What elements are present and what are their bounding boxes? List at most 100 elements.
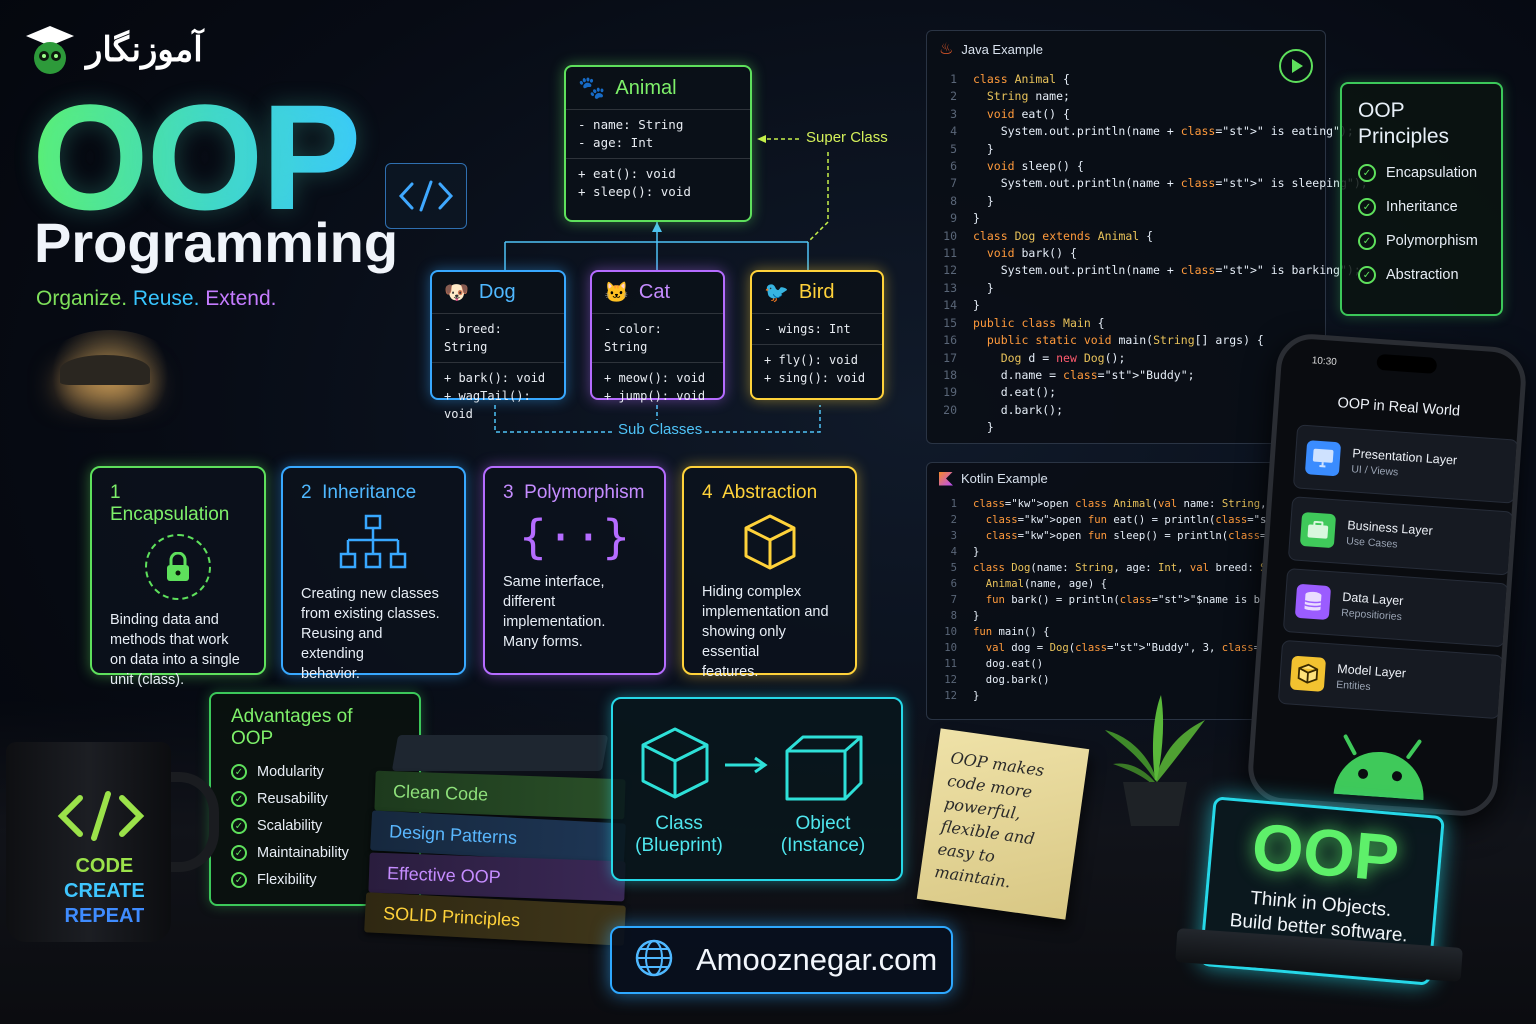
card-title: Inheritance bbox=[322, 482, 417, 503]
method: + sing(): void bbox=[764, 371, 866, 385]
mug-handle bbox=[161, 772, 219, 872]
book-solid-principles: SOLID Principles bbox=[364, 892, 626, 946]
kotlin-icon bbox=[939, 471, 953, 486]
card-number: 2 bbox=[301, 482, 312, 503]
layer-title: Model Layer bbox=[1336, 661, 1407, 681]
principle-label: Polymorphism bbox=[1386, 233, 1478, 249]
class-name: Animal bbox=[615, 76, 677, 99]
code-text: dog.bark() bbox=[973, 674, 1050, 686]
line-number: 3 bbox=[950, 530, 957, 542]
principle-item: ✓Abstraction bbox=[1358, 266, 1485, 284]
body-line: showing only essential bbox=[702, 624, 786, 660]
class-name: Dog bbox=[478, 281, 516, 303]
code-line: 8} bbox=[935, 608, 1267, 624]
attribute: - wings: Int bbox=[764, 322, 851, 336]
hero-subtitle: Programming bbox=[34, 211, 399, 274]
code-text: System.out.println(name + class="st">" i… bbox=[973, 263, 1361, 278]
label-line: (Instance) bbox=[780, 835, 866, 856]
body-line: Reusing and extending bbox=[301, 626, 383, 662]
method: + jump(): void bbox=[604, 389, 706, 403]
run-button[interactable] bbox=[1279, 49, 1313, 83]
card-abstraction: 4 Abstraction Hiding complex implementat… bbox=[682, 466, 857, 680]
class-attributes: - breed: String bbox=[432, 313, 564, 362]
uml-class-bird: 🐦 Bird - wings: Int + fly(): void + sing… bbox=[750, 270, 884, 400]
code-line: 20 d.bark(); bbox=[935, 402, 1317, 419]
attribute: - age: Int bbox=[578, 135, 654, 150]
body-line: behavior. bbox=[301, 666, 360, 682]
code-text: Dog d = new Dog(); bbox=[1000, 350, 1126, 365]
class-methods: + eat(): void + sleep(): void bbox=[566, 158, 750, 207]
advantage-item: ✓Scalability bbox=[231, 818, 399, 834]
code-text: } bbox=[973, 141, 994, 156]
advantages-title: Advantages of OOP bbox=[231, 706, 353, 749]
code-text: class Animal { bbox=[973, 72, 1070, 86]
line-number: 14 bbox=[943, 298, 957, 313]
website-link[interactable]: Amooznegar.com bbox=[610, 926, 953, 994]
line-number: 4 bbox=[950, 124, 957, 139]
code-text: } bbox=[973, 193, 994, 208]
advantage-label: Maintainability bbox=[257, 845, 349, 861]
code-text: d.name = class="st">"Buddy"; bbox=[973, 367, 1195, 382]
potted-plant bbox=[1095, 690, 1215, 830]
card-title: Abstraction bbox=[722, 482, 818, 503]
label-line: Class bbox=[655, 813, 703, 834]
class-name: Cat bbox=[638, 281, 671, 303]
check-icon: ✓ bbox=[1358, 232, 1376, 250]
globe-icon bbox=[634, 938, 674, 983]
code-line: 4} bbox=[935, 544, 1267, 560]
line-number: 1 bbox=[950, 72, 957, 86]
body-line: implementation and bbox=[702, 604, 829, 620]
code-text: } bbox=[973, 690, 980, 702]
card-body: Hiding complex implementation and showin… bbox=[702, 582, 837, 682]
sub-classes-label: Sub Classes bbox=[618, 421, 703, 438]
code-line: 6 Animal(name, age) { bbox=[935, 576, 1267, 592]
attribute: - name: String bbox=[578, 117, 684, 132]
body-line: Binding data and bbox=[110, 612, 219, 628]
bird-icon: 🐦 bbox=[764, 282, 789, 304]
method: + meow(): void bbox=[604, 371, 706, 385]
code-line: 3 class="kw">open fun sleep() = println(… bbox=[935, 528, 1426, 544]
database-icon bbox=[1294, 583, 1332, 621]
line-number: 7 bbox=[950, 176, 957, 191]
line-number: 2 bbox=[950, 89, 957, 104]
line-number: 8 bbox=[950, 610, 957, 622]
advantages-list: ✓Modularity ✓Reusability ✓Scalability ✓M… bbox=[231, 764, 399, 888]
uml-class-cat: 🐱 Cat - color: String + meow(): void + j… bbox=[590, 270, 725, 403]
method: + eat(): void bbox=[578, 166, 676, 181]
code-text: void eat() { bbox=[986, 106, 1070, 121]
advantage-label: Reusability bbox=[257, 791, 328, 807]
sticky-note: OOP makes code more powerful, flexible a… bbox=[916, 728, 1090, 920]
code-line: } bbox=[935, 419, 1317, 436]
check-icon: ✓ bbox=[1358, 198, 1376, 216]
check-icon: ✓ bbox=[1358, 266, 1376, 284]
body-line: Same interface, bbox=[503, 574, 605, 590]
mug-line: REPEAT bbox=[64, 905, 145, 927]
book-title: Effective OOP bbox=[386, 862, 502, 887]
line-number: 9 bbox=[950, 211, 957, 226]
line-number: 18 bbox=[943, 367, 957, 382]
code-line: 1 class Animal { bbox=[935, 71, 1317, 88]
check-icon: ✓ bbox=[231, 764, 247, 780]
title-line: Principles bbox=[1358, 125, 1450, 148]
body-line: on data into a single bbox=[110, 652, 240, 668]
object-label: Object (Instance) bbox=[773, 813, 873, 857]
smartphone: 10:30 OOP in Real World Presentation Lay… bbox=[1245, 331, 1529, 819]
layer-sub: Use Cases bbox=[1345, 534, 1398, 551]
method: + fly(): void bbox=[764, 353, 858, 367]
code-mug: CODE CREATE REPEAT bbox=[6, 742, 219, 952]
code-text: } bbox=[973, 298, 980, 313]
line-number: 10 bbox=[943, 228, 957, 243]
card-body: Same interface, different implementation… bbox=[503, 572, 646, 652]
line-number: 3 bbox=[950, 106, 957, 121]
label-line: Object bbox=[795, 813, 851, 834]
principles-list: ✓Encapsulation ✓Inheritance ✓Polymorphis… bbox=[1358, 164, 1485, 284]
book-top bbox=[391, 735, 609, 771]
principles-title: OOP Principles bbox=[1358, 98, 1485, 150]
code-text: } bbox=[973, 280, 994, 295]
check-icon: ✓ bbox=[1358, 164, 1376, 182]
code-line: 9} bbox=[935, 210, 1317, 227]
